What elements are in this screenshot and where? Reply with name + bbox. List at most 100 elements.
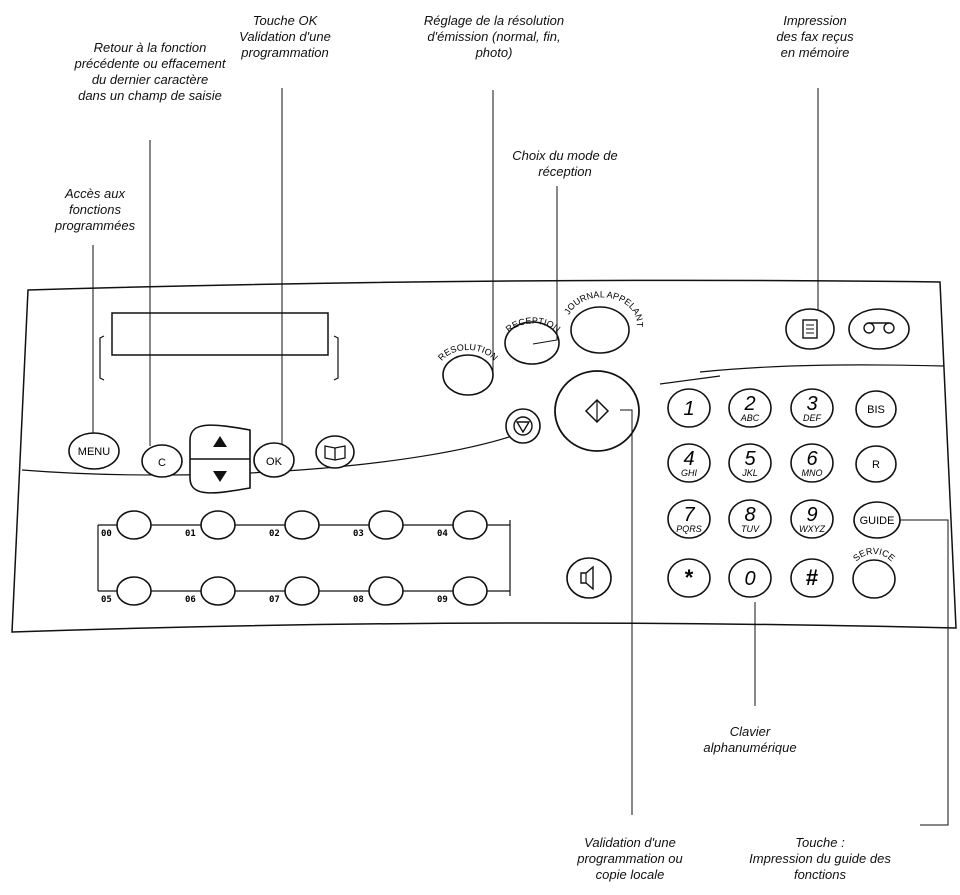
memory-key-04[interactable]: 04 bbox=[437, 510, 488, 540]
memory-key-label: 04 bbox=[437, 529, 448, 539]
start-button[interactable] bbox=[554, 370, 640, 452]
arrow-down-button[interactable] bbox=[213, 471, 227, 482]
keypad-key-letters: JKL bbox=[741, 468, 758, 478]
caption-line: Clavier bbox=[729, 724, 771, 739]
caption-line: Touche OK bbox=[252, 13, 318, 28]
memory-key-06[interactable]: 06 bbox=[185, 576, 236, 606]
keypad-key-10[interactable]: * bbox=[667, 558, 711, 598]
speaker-icon bbox=[580, 565, 594, 591]
caption-line: précédente ou effacement bbox=[74, 56, 226, 71]
keypad-key-digit: * bbox=[685, 565, 694, 590]
caption-validation-copie: Validation d'une programmation ou copie … bbox=[550, 835, 710, 883]
guide-button-label: GUIDE bbox=[860, 515, 895, 527]
memory-key-label: 00 bbox=[101, 529, 112, 539]
answering-machine-button[interactable] bbox=[848, 308, 910, 350]
memory-key-08[interactable]: 08 bbox=[353, 576, 404, 606]
arrow-up-button[interactable] bbox=[213, 436, 227, 447]
caption-line: Accès aux bbox=[65, 186, 125, 201]
keypad-key-11[interactable]: 0 bbox=[728, 558, 772, 598]
caption-line: fonctions bbox=[793, 867, 847, 882]
keypad-key-digit: 4 bbox=[683, 448, 694, 470]
memory-key-02[interactable]: 02 bbox=[269, 510, 320, 540]
keypad-key-1[interactable]: 1 bbox=[667, 388, 711, 428]
caption-line: Touche : bbox=[795, 835, 845, 850]
memory-key-label: 07 bbox=[269, 595, 280, 605]
arrow-up-icon bbox=[213, 436, 227, 447]
caption-line: Impression du guide des bbox=[749, 851, 891, 866]
r-button[interactable]: R bbox=[855, 445, 897, 483]
keypad-key-letters: MNO bbox=[802, 468, 823, 478]
caption-line: Impression bbox=[783, 13, 847, 28]
keypad-key-digit: 7 bbox=[683, 504, 695, 526]
bis-button-label: BIS bbox=[867, 404, 885, 416]
c-button[interactable]: C bbox=[141, 444, 183, 478]
memory-keys: 00 01 02 03 04 05 06 07 08 09 bbox=[97, 510, 511, 606]
guide-button[interactable]: GUIDE bbox=[853, 501, 901, 539]
caption-line: copie locale bbox=[595, 867, 665, 882]
caption-line: des fax reçus bbox=[776, 29, 854, 44]
menu-button[interactable]: MENU bbox=[68, 432, 120, 470]
memory-key-07[interactable]: 07 bbox=[269, 576, 320, 606]
leader-lines bbox=[92, 88, 949, 826]
memory-key-00[interactable]: 00 bbox=[101, 510, 152, 540]
caption-line: dans un champ de saisie bbox=[78, 88, 222, 103]
menu-button-label: MENU bbox=[78, 446, 110, 458]
caption-line: photo) bbox=[475, 45, 513, 60]
caption-line: Retour à la fonction bbox=[93, 40, 207, 55]
display-bracket-left bbox=[99, 335, 105, 381]
memory-key-03[interactable]: 03 bbox=[353, 510, 404, 540]
memory-key-label: 05 bbox=[101, 595, 112, 605]
caption-choix-mode: Choix du mode de réception bbox=[490, 148, 640, 180]
display-bracket-right bbox=[333, 335, 339, 381]
panel-outline bbox=[11, 279, 957, 633]
ok-button[interactable]: OK bbox=[253, 442, 295, 478]
print-memory-button[interactable] bbox=[785, 308, 835, 350]
directory-button[interactable] bbox=[315, 435, 355, 469]
keypad-key-letters: WXYZ bbox=[799, 524, 826, 534]
keypad-key-letters: PQRS bbox=[676, 524, 702, 534]
caption-touche-ok: Touche OK Validation d'une programmation bbox=[205, 13, 365, 61]
keypad-key-digit: 8 bbox=[744, 504, 755, 526]
journal-appelant-button[interactable]: JOURNAL APPELANT bbox=[562, 289, 645, 354]
memory-key-09[interactable]: 09 bbox=[437, 576, 488, 606]
memory-key-01[interactable]: 01 bbox=[185, 510, 236, 540]
caption-line: réception bbox=[538, 164, 592, 179]
caption-line: Choix du mode de bbox=[512, 148, 618, 163]
keypad-key-12[interactable]: # bbox=[790, 558, 834, 598]
memory-key-label: 08 bbox=[353, 595, 364, 605]
memory-key-label: 02 bbox=[269, 529, 280, 539]
keypad-key-digit: 0 bbox=[744, 568, 755, 590]
bis-button[interactable]: BIS bbox=[855, 390, 897, 428]
keypad-key-letters: GHI bbox=[681, 468, 698, 478]
caption-line: fonctions bbox=[68, 202, 122, 217]
service-button-label: SERVICE bbox=[851, 546, 897, 563]
service-button[interactable]: SERVICE bbox=[851, 546, 897, 599]
caption-impression-fax: Impression des fax reçus en mémoire bbox=[745, 13, 885, 61]
caption-retour: Retour à la fonction précédente ou effac… bbox=[35, 40, 265, 104]
keypad-key-digit: # bbox=[806, 565, 818, 590]
keypad-key-digit: 2 bbox=[743, 393, 755, 415]
speaker-button[interactable] bbox=[566, 557, 612, 599]
book-icon bbox=[324, 445, 346, 461]
reception-button[interactable]: RECEPTION bbox=[504, 316, 563, 365]
caption-line: Réglage de la résolution bbox=[423, 13, 565, 28]
caption-reglage-resolution: Réglage de la résolution d'émission (nor… bbox=[398, 13, 590, 61]
memory-key-05[interactable]: 05 bbox=[101, 576, 152, 606]
keypad-divider-curve bbox=[699, 364, 945, 373]
memory-key-label: 06 bbox=[185, 595, 196, 605]
caption-line: Validation d'une bbox=[239, 29, 331, 44]
r-button-label: R bbox=[872, 459, 880, 471]
stop-button[interactable] bbox=[505, 408, 541, 444]
resolution-button[interactable]: RESOLUTION bbox=[436, 342, 500, 396]
lcd-display bbox=[111, 312, 329, 356]
